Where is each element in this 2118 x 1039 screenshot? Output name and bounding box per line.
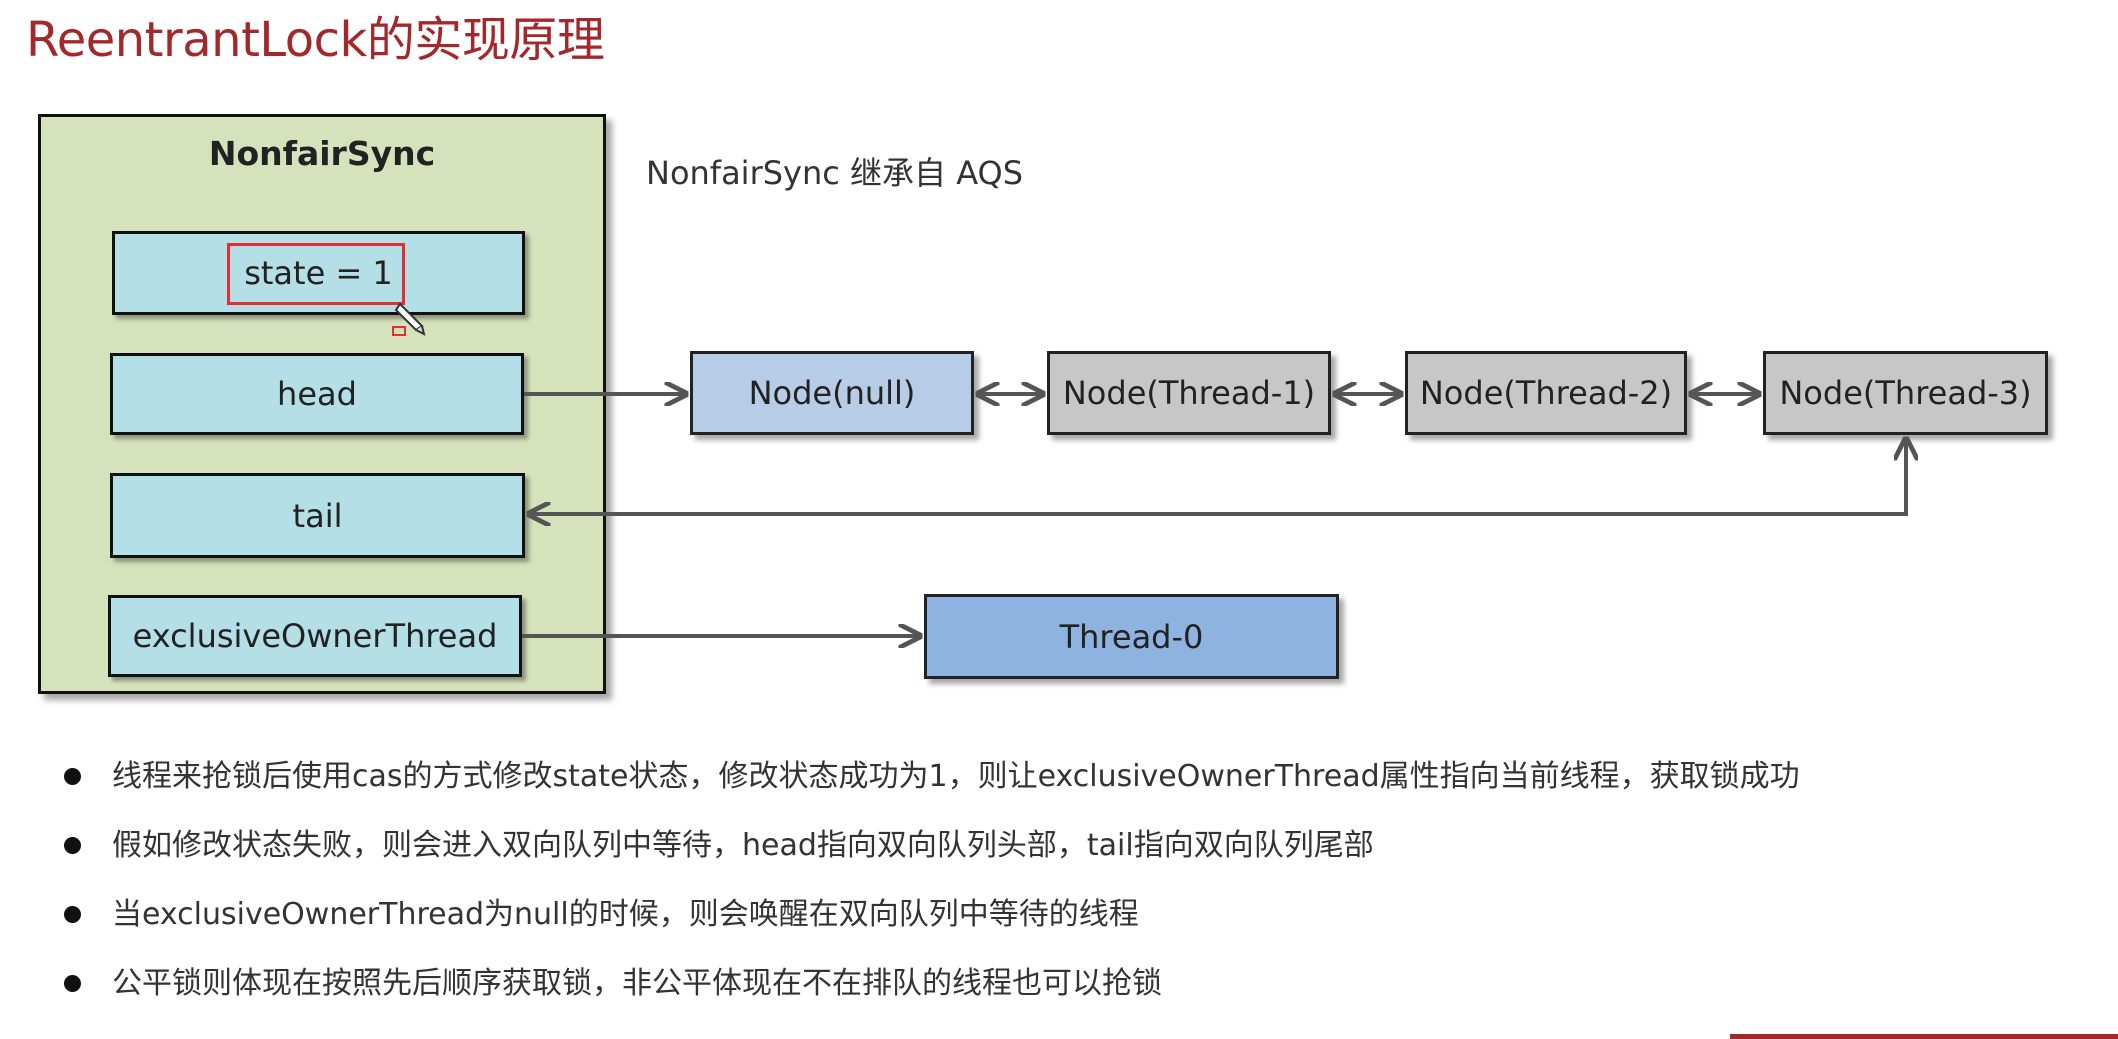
queue-node-label: Node(Thread-2) [1419, 374, 1673, 412]
queue-node-label: Node(Thread-1) [1062, 374, 1316, 412]
inheritance-note: NonfairSync 继承自 AQS [646, 154, 1024, 192]
nonfairsync-title: NonfairSync [208, 134, 436, 173]
queue-node-thread-2: Node(Thread-2) [1405, 351, 1687, 435]
tail-field: tail [110, 473, 525, 558]
bullet-icon [64, 906, 81, 923]
thread-0-box: Thread-0 [924, 594, 1339, 679]
owner-label: exclusiveOwnerThread [132, 617, 498, 655]
bullet-icon [64, 837, 81, 854]
bullet-icon [64, 768, 81, 785]
head-label: head [277, 375, 357, 413]
pen-cursor-icon [394, 302, 426, 336]
queue-node-label: Node(null) [748, 374, 916, 412]
list-item: 线程来抢锁后使用cas的方式修改state状态，修改状态成功为1，则让exclu… [60, 752, 1800, 821]
head-field: head [110, 353, 524, 435]
queue-node-label: Node(Thread-3) [1779, 374, 2032, 412]
cursor-marker [392, 326, 406, 336]
queue-node-thread-1: Node(Thread-1) [1047, 351, 1331, 435]
explanation-list: 线程来抢锁后使用cas的方式修改state状态，修改状态成功为1，则让exclu… [60, 752, 1800, 1028]
queue-node-thread-3: Node(Thread-3) [1763, 351, 2048, 435]
owner-field: exclusiveOwnerThread [108, 595, 522, 677]
queue-node-null: Node(null) [690, 351, 974, 435]
list-item: 公平锁则体现在按照先后顺序获取锁，非公平体现在不在排队的线程也可以抢锁 [60, 959, 1800, 1028]
state-field: state = 1 [112, 231, 525, 315]
tail-label: tail [292, 496, 343, 535]
thread-0-label: Thread-0 [1059, 617, 1204, 656]
state-label: state = 1 [244, 254, 393, 292]
page-title: ReentrantLock的实现原理 [26, 12, 605, 68]
tail-to-node-arrow [529, 439, 1906, 514]
list-item: 假如修改状态失败，则会进入双向队列中等待，head指向双向队列头部，tail指向… [60, 821, 1800, 890]
slide-footer-bar [1730, 1034, 2118, 1039]
state-highlight-box [227, 243, 405, 305]
bullet-icon [64, 975, 81, 992]
list-item: 当exclusiveOwnerThread为null的时候，则会唤醒在双向队列中… [60, 890, 1800, 959]
